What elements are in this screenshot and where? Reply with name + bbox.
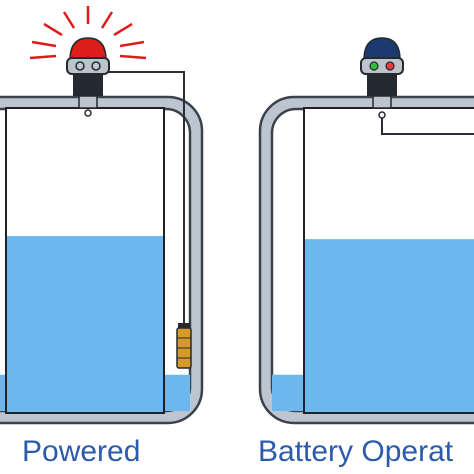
right-tank-liquid (304, 239, 474, 413)
probe-cap (178, 323, 190, 329)
alarm-led (75, 61, 85, 71)
right-tank-outline (303, 107, 474, 414)
red-led (385, 61, 395, 71)
indicator-connector (372, 95, 392, 109)
right-wire-line (381, 118, 474, 135)
green-led (369, 61, 379, 71)
alarm-ray (43, 22, 63, 37)
alarm-base (66, 57, 110, 75)
alarm-dome (69, 37, 107, 61)
battery-system (258, 37, 474, 425)
sensor-port (84, 109, 92, 117)
left-wire-line (108, 71, 185, 325)
alarm-connector (78, 95, 98, 109)
alarm-ray (119, 54, 147, 60)
alarm-housing (73, 74, 103, 96)
alarm-ray (100, 11, 114, 29)
alarm-ray (119, 40, 145, 48)
alarm-ray (29, 54, 57, 60)
blue-indicator-light-icon (360, 37, 404, 119)
flashing-red-alarm-light-icon (29, 6, 147, 117)
powered-label: Powered (22, 435, 141, 468)
indicator-dome (363, 37, 401, 61)
alarm-ray (113, 22, 133, 37)
indicator-base (360, 57, 404, 75)
float-switch-probe-icon (176, 323, 192, 369)
battery-operated-label: Battery Operat (258, 435, 454, 468)
indicator-housing (367, 74, 397, 96)
alarm-rays (29, 6, 147, 60)
alarm-led (91, 61, 101, 71)
left-tank-liquid (6, 236, 164, 413)
left-wire (108, 71, 185, 325)
alarm-ray (31, 40, 57, 48)
alarm-ray (62, 11, 76, 29)
powered-system (0, 6, 204, 425)
sensor-port (378, 111, 386, 119)
